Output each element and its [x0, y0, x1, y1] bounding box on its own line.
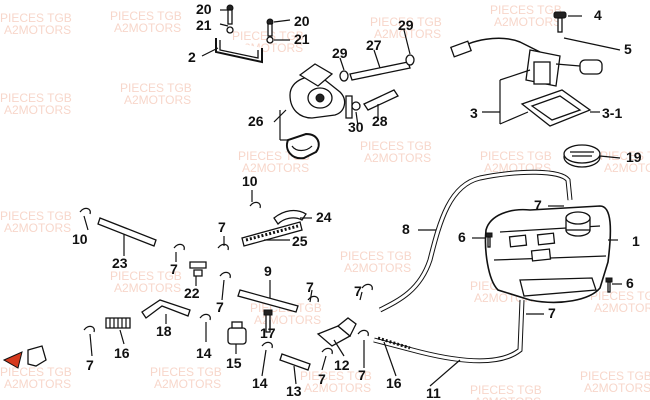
callout-6: 6 — [458, 229, 466, 245]
watermark-line1: PIECES TGB — [110, 269, 182, 283]
watermark-line2: A2MOTORS — [474, 395, 541, 400]
watermark-line2: A2MOTORS — [4, 23, 71, 37]
callout-labels: 20 21 20 21 2 29 27 29 26 30 28 4 5 3 3-… — [72, 1, 642, 400]
callout-22: 22 — [184, 285, 200, 301]
watermark-line1: PIECES TGB — [0, 91, 72, 105]
callout-14: 14 — [252, 375, 268, 391]
callout-7: 7 — [218, 219, 226, 235]
watermark-line2: A2MOTORS — [304, 381, 371, 395]
watermark-line1: PIECES TGB — [0, 11, 72, 25]
callout-7: 7 — [548, 305, 556, 321]
callout-1: 1 — [632, 233, 640, 249]
watermark-line1: PIECES TGB — [150, 365, 222, 379]
callout-12: 12 — [334, 357, 350, 373]
watermark-line2: A2MOTORS — [114, 21, 181, 35]
callout-14: 14 — [196, 345, 212, 361]
callout-7: 7 — [318, 371, 326, 387]
tgb-logo-icon — [2, 351, 23, 369]
callout-30: 30 — [348, 119, 364, 135]
watermark-line2: A2MOTORS — [604, 161, 650, 175]
callout-13: 13 — [286, 383, 302, 399]
callout-2: 2 — [188, 49, 196, 65]
watermark-line2: A2MOTORS — [4, 377, 71, 391]
callout-10: 10 — [72, 231, 88, 247]
callout-29: 29 — [398, 17, 414, 33]
callout-7: 7 — [534, 197, 542, 213]
callout-21: 21 — [294, 31, 310, 47]
callout-3-1: 3-1 — [602, 105, 622, 121]
watermark-line1: PIECES TGB — [480, 149, 552, 163]
callout-6: 6 — [626, 275, 634, 291]
watermark-line1: PIECES TGB — [590, 289, 650, 303]
watermark-line1: PIECES TGB — [360, 139, 432, 153]
callout-7: 7 — [216, 299, 224, 315]
fuel-tank — [484, 144, 613, 304]
callout-7: 7 — [170, 261, 178, 277]
watermark-line2: A2MOTORS — [364, 151, 431, 165]
watermark-line2: A2MOTORS — [584, 381, 650, 395]
watermark-line1: PIECES TGB — [580, 369, 650, 383]
callout-29: 29 — [332, 45, 348, 61]
callout-27: 27 — [366, 37, 382, 53]
valve-assembly — [286, 54, 415, 160]
watermark-line1: PIECES TGB — [470, 383, 542, 397]
fuel-gauge-sender — [449, 11, 603, 127]
watermark-line1: PIECES TGB — [370, 15, 442, 29]
callout-18: 18 — [156, 323, 172, 339]
callout-20: 20 — [294, 13, 310, 29]
leader-lines — [83, 9, 622, 387]
callout-28: 28 — [372, 113, 388, 129]
callout-26: 26 — [248, 113, 264, 129]
callout-11: 11 — [426, 385, 441, 400]
callout-16: 16 — [114, 345, 130, 361]
callout-15: 15 — [226, 355, 242, 371]
watermark-line2: A2MOTORS — [254, 313, 321, 327]
watermark-line2: A2MOTORS — [594, 301, 650, 315]
callout-8: 8 — [402, 221, 410, 237]
small-parts — [79, 201, 373, 371]
callout-24: 24 — [316, 209, 332, 225]
watermark-line1: PIECES TGB — [340, 249, 412, 263]
watermark-line2: A2MOTORS — [374, 27, 441, 41]
watermark-line2: A2MOTORS — [494, 15, 561, 29]
callout-23: 23 — [112, 255, 128, 271]
callout-4: 4 — [594, 7, 602, 23]
callout-7: 7 — [306, 279, 314, 295]
callout-3: 3 — [470, 105, 478, 121]
watermark-line2: A2MOTORS — [114, 281, 181, 295]
watermark-line1: PIECES TGB — [490, 3, 562, 17]
watermark-line1: PIECES TGB — [120, 81, 192, 95]
callout-10: 10 — [242, 173, 258, 189]
callout-9: 9 — [264, 263, 272, 279]
callout-17: 17 — [260, 325, 276, 341]
watermark-line1: PIECES TGB — [300, 369, 372, 383]
callout-7: 7 — [86, 357, 94, 373]
callout-16: 16 — [386, 375, 402, 391]
callout-7: 7 — [358, 367, 366, 383]
watermark-line1: PIECES TGB — [600, 149, 650, 163]
watermark-line1: PIECES TGB — [110, 9, 182, 23]
watermark-line2: A2MOTORS — [154, 377, 221, 391]
callout-7: 7 — [354, 283, 362, 299]
watermark-line2: A2MOTORS — [344, 261, 411, 275]
callout-21: 21 — [196, 17, 212, 33]
callout-20: 20 — [196, 1, 212, 17]
bracket-part-icon — [27, 345, 47, 367]
callout-19: 19 — [626, 149, 642, 165]
hoses — [373, 169, 573, 364]
watermark-line2: A2MOTORS — [124, 93, 191, 107]
callout-5: 5 — [624, 41, 632, 57]
watermark-line2: A2MOTORS — [242, 161, 309, 175]
watermark-line2: A2MOTORS — [4, 103, 71, 117]
watermark-line1: PIECES TGB — [0, 209, 72, 223]
bracket-assembly-2 — [215, 4, 274, 64]
watermark-line2: A2MOTORS — [4, 221, 71, 235]
callout-25: 25 — [292, 233, 308, 249]
